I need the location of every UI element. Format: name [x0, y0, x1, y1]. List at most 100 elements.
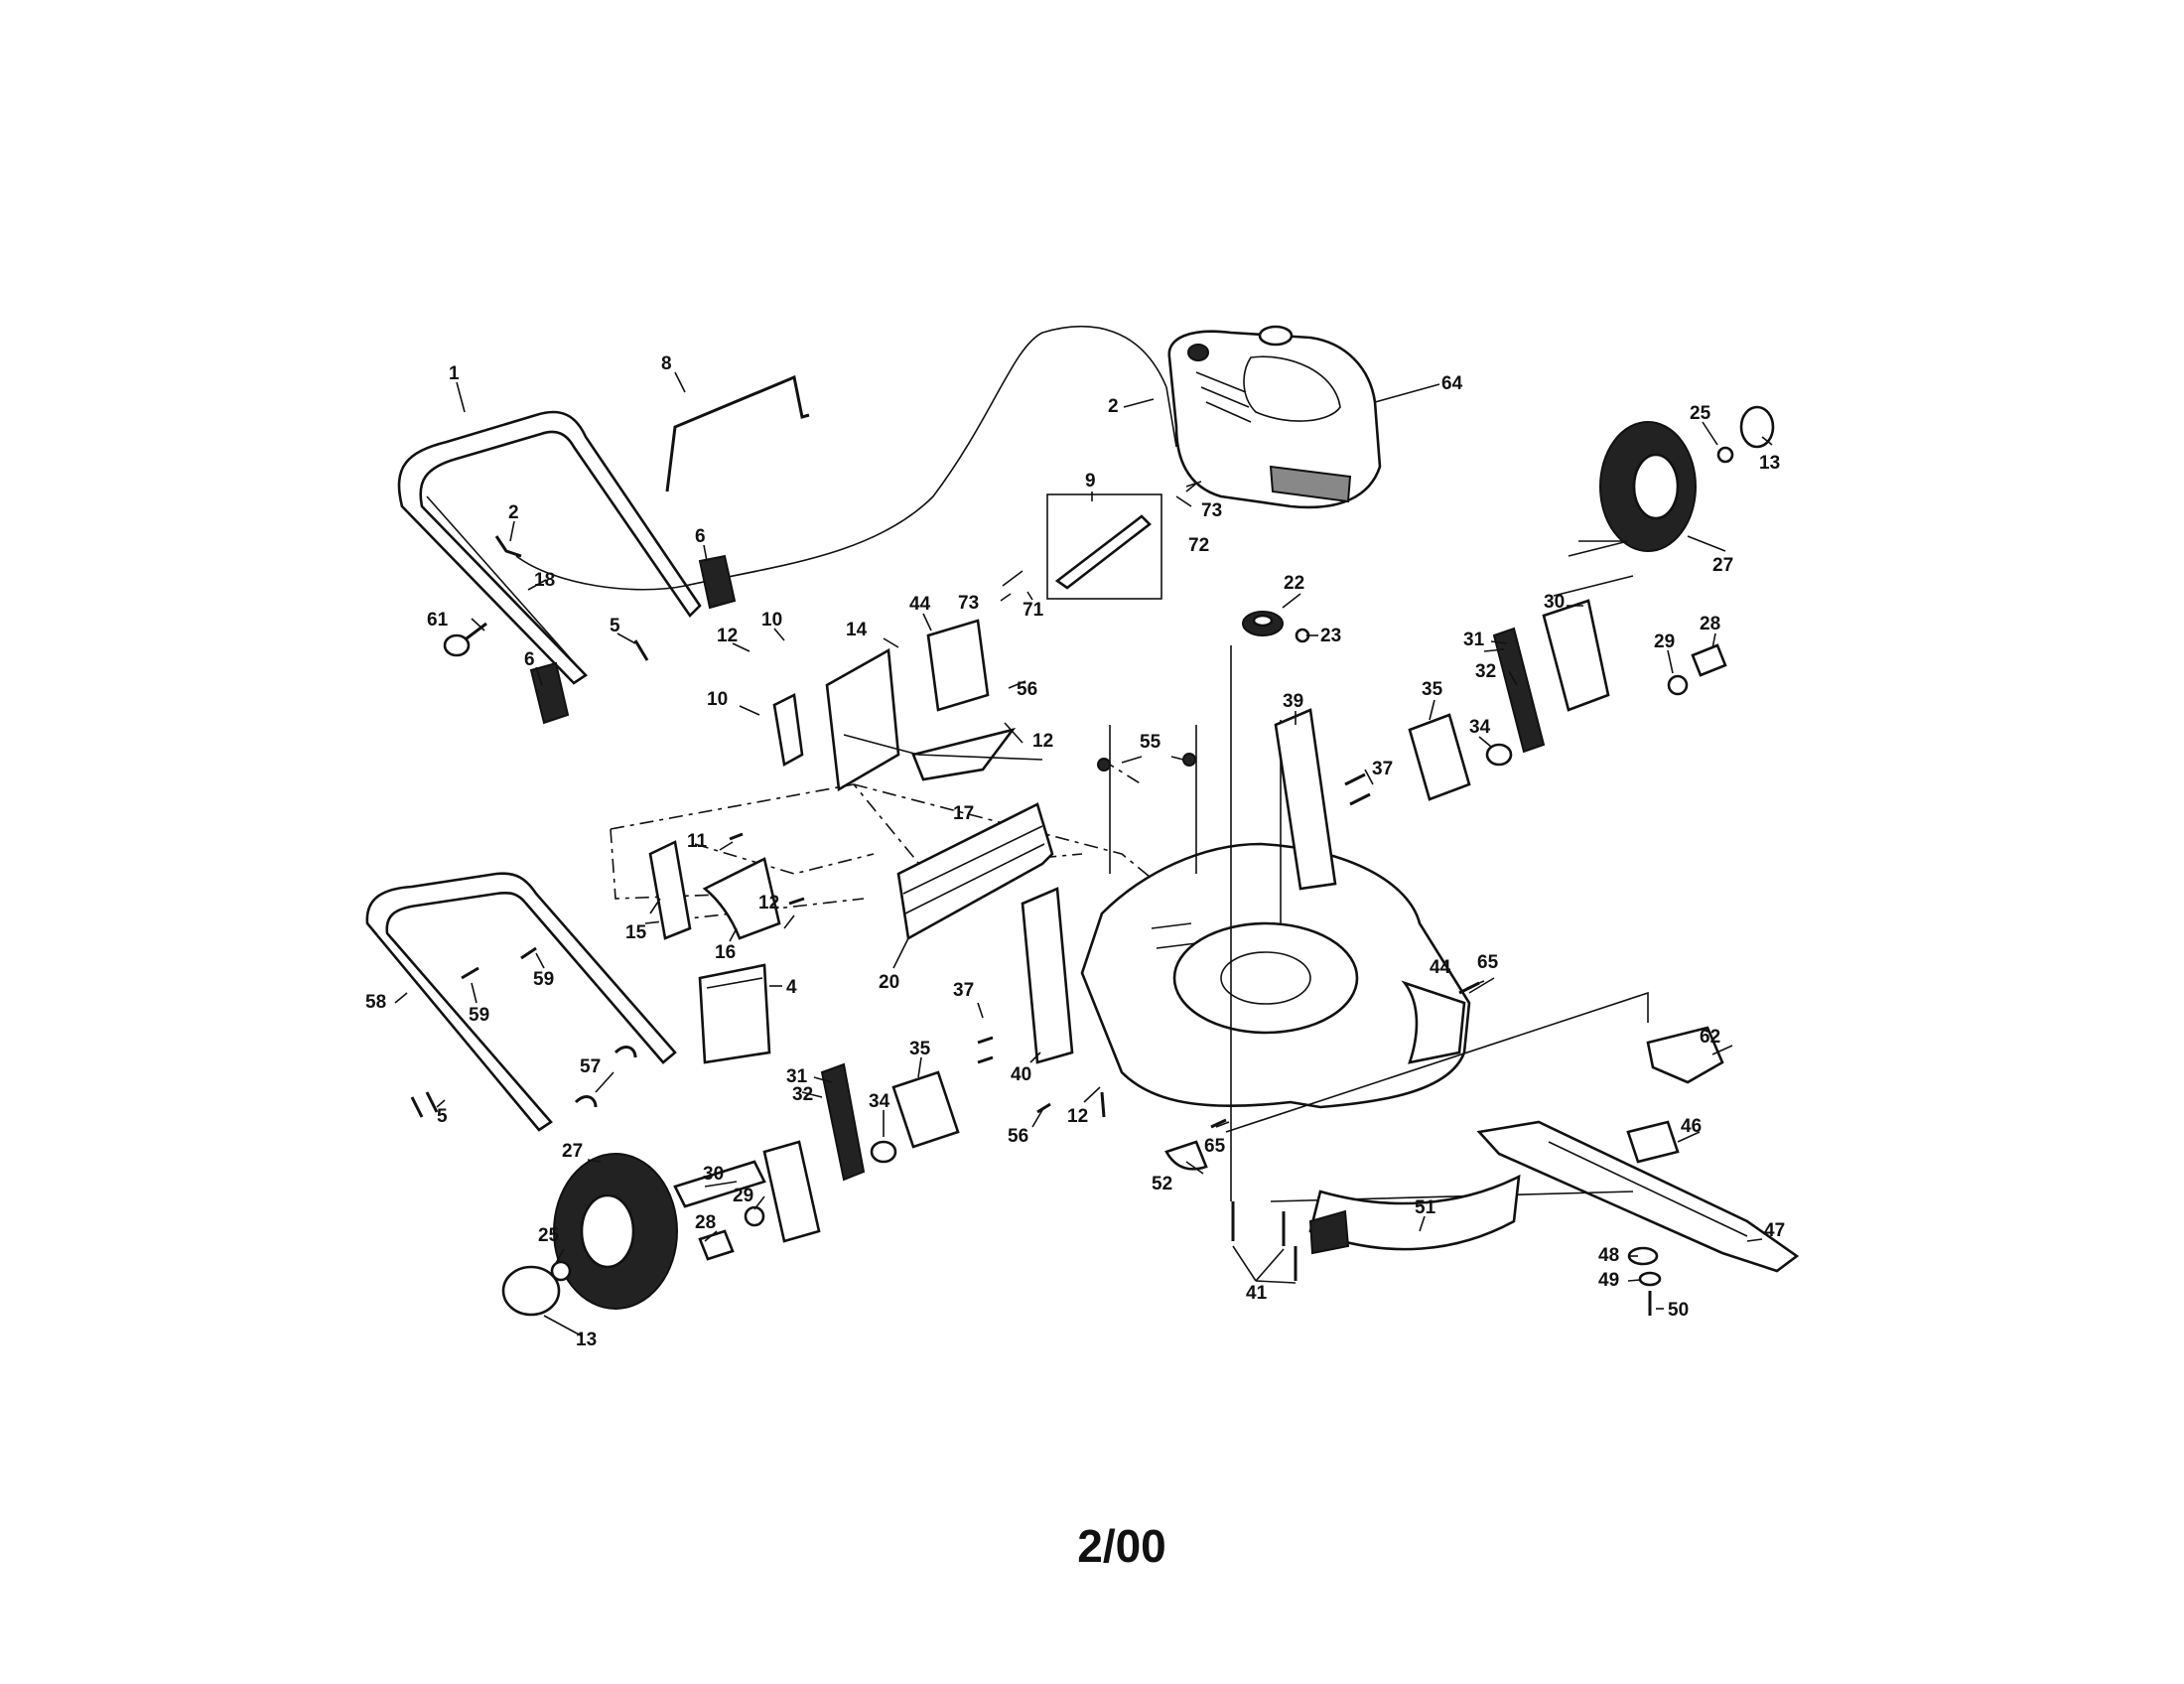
label-10: 10	[761, 610, 782, 631]
bolt	[1231, 1201, 1297, 1281]
mower-deck	[1080, 842, 1471, 1109]
axle-bolt	[1691, 643, 1727, 677]
label-44: 44	[1430, 957, 1451, 978]
cable-spring	[1002, 483, 1197, 587]
label-62: 62	[1700, 1027, 1720, 1048]
label-6: 6	[524, 649, 535, 670]
label-28: 28	[695, 1212, 716, 1233]
label-31: 31	[1463, 630, 1485, 650]
bail-rod	[665, 374, 810, 492]
label-32: 32	[1475, 661, 1496, 682]
side-plate-left	[648, 840, 692, 940]
label-61: 61	[427, 610, 449, 631]
label-12: 12	[1032, 731, 1053, 752]
control-lever-kit-box	[1046, 493, 1162, 600]
label-28: 28	[1700, 614, 1720, 634]
drive-pulley	[1242, 611, 1284, 636]
hub-cap	[501, 1265, 561, 1317]
wheel-washer	[1716, 446, 1734, 464]
part-number-labels: 1 8 2 2 18 6 6 61 5 5 10 10 12 12 12 12 …	[365, 353, 1785, 1350]
nut	[1182, 753, 1196, 767]
upper-handle	[397, 410, 702, 685]
rear-wheel-right	[1599, 421, 1697, 552]
spindle-axis-lines	[1109, 645, 1282, 1201]
label-29: 29	[1654, 632, 1675, 652]
height-lever-left	[820, 1062, 866, 1182]
label-56: 56	[1017, 679, 1037, 700]
label-14: 14	[846, 620, 868, 640]
label-46: 46	[1681, 1116, 1702, 1137]
lower-handle	[365, 872, 677, 1132]
cutting-blade	[1476, 1120, 1800, 1273]
label-64: 64	[1441, 373, 1463, 394]
label-34: 34	[869, 1091, 890, 1112]
label-1: 1	[449, 363, 460, 384]
label-58: 58	[365, 992, 386, 1013]
label-29: 29	[733, 1186, 753, 1206]
label-13: 13	[1759, 453, 1780, 474]
label-6: 6	[695, 526, 706, 547]
label-73: 73	[958, 593, 979, 614]
wheel-washer	[550, 1260, 572, 1282]
handle-knob-upper	[698, 554, 737, 610]
label-31: 31	[786, 1066, 808, 1087]
label-9: 9	[1085, 471, 1096, 491]
label-2: 2	[1108, 396, 1119, 417]
height-adjust-bracket-left	[1021, 887, 1074, 1064]
revision-date: 2/00	[1077, 1520, 1166, 1572]
label-15: 15	[625, 922, 647, 943]
label-40: 40	[1011, 1064, 1031, 1085]
label-47: 47	[1764, 1220, 1785, 1241]
assembly-guide-lines	[610, 759, 1232, 944]
label-65: 65	[1477, 952, 1499, 973]
control-cable	[515, 326, 1177, 591]
label-16: 16	[715, 942, 736, 963]
washer	[1667, 674, 1689, 696]
label-4: 4	[786, 977, 797, 998]
label-32: 32	[792, 1084, 813, 1105]
label-35: 35	[909, 1039, 931, 1059]
label-71: 71	[1023, 600, 1044, 621]
label-35: 35	[1422, 679, 1443, 700]
label-2: 2	[508, 502, 519, 523]
blade-adapter-bracket	[1646, 1026, 1724, 1084]
bolt	[1344, 772, 1371, 806]
bolt	[461, 946, 537, 980]
spacer	[1485, 743, 1513, 767]
blade-adapter	[1626, 1120, 1680, 1164]
nut	[1097, 758, 1111, 772]
label-13: 13	[576, 1330, 597, 1350]
label-55: 55	[1140, 732, 1161, 753]
label-23: 23	[1320, 626, 1341, 646]
label-65: 65	[1204, 1136, 1226, 1157]
handle-clip	[574, 1046, 637, 1108]
label-52: 52	[1152, 1174, 1172, 1194]
label-8: 8	[661, 353, 672, 374]
bolt	[729, 832, 805, 906]
label-30: 30	[703, 1164, 724, 1185]
label-27: 27	[562, 1141, 583, 1162]
label-41: 41	[1246, 1283, 1268, 1304]
eyebolt	[443, 622, 487, 657]
deck-baffle	[1308, 1174, 1521, 1255]
label-30: 30	[1544, 592, 1565, 613]
engine	[1167, 325, 1382, 509]
label-34: 34	[1469, 717, 1491, 738]
axle-bracket-left	[762, 1140, 821, 1243]
rear-bracket-assembly	[772, 619, 1043, 792]
bolt	[977, 1036, 1106, 1118]
label-20: 20	[879, 972, 899, 993]
label-10: 10	[707, 689, 728, 710]
rear-wheel-left	[553, 1153, 678, 1310]
cable-clip	[494, 535, 522, 558]
chute-door	[698, 963, 771, 1064]
label-12: 12	[1067, 1106, 1088, 1127]
adjuster-gear-right	[1408, 713, 1471, 801]
label-48: 48	[1598, 1245, 1619, 1266]
height-lever-right	[1492, 627, 1546, 754]
label-5: 5	[437, 1106, 448, 1127]
hub-cap	[1739, 405, 1775, 449]
leader-lines	[394, 371, 1773, 1336]
label-25: 25	[538, 1225, 560, 1246]
